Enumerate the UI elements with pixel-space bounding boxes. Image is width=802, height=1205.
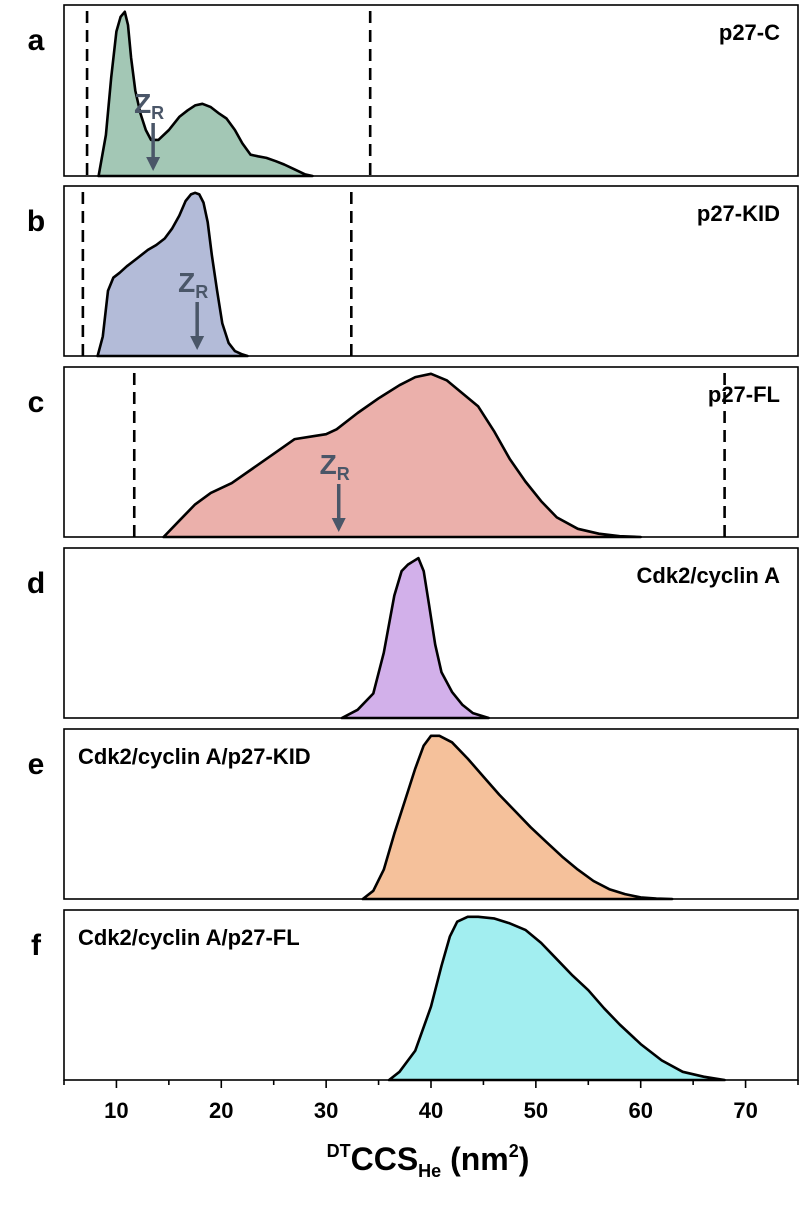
- panel-letter-d: d: [27, 567, 45, 600]
- distribution-area-a: [97, 10, 314, 178]
- x-axis: 10 20 30 40 50 60 70: [63, 1080, 799, 1123]
- x-tick-label-50: 50: [524, 1098, 548, 1123]
- panel-letter-b: b: [27, 205, 45, 238]
- panel-letter-e: e: [28, 748, 45, 781]
- panel-title-f: Cdk2/cyclin A/p27-FL: [78, 925, 300, 950]
- distribution-area-d: [340, 556, 490, 720]
- panel-f: f Cdk2/cyclin A/p27-FL: [31, 909, 799, 1082]
- panel-frame-b: [63, 185, 799, 357]
- zr-label-c: ZR: [320, 449, 350, 484]
- x-tick-label-40: 40: [419, 1098, 443, 1123]
- panel-title-a: p27-C: [719, 20, 780, 45]
- zr-arrow-head-a: [146, 157, 161, 171]
- panel-c: ZR c p27-FL: [28, 366, 799, 539]
- panel-e: e Cdk2/cyclin A/p27-KID: [28, 728, 799, 901]
- x-tick-label-10: 10: [104, 1098, 128, 1123]
- zr-label-b: ZR: [178, 267, 208, 302]
- panel-d: d Cdk2/cyclin A: [27, 547, 799, 720]
- x-tick-label-30: 30: [314, 1098, 338, 1123]
- x-tick-label-60: 60: [628, 1098, 652, 1123]
- zr-label-a: ZR: [134, 88, 164, 123]
- panel-b: ZR b p27-KID: [27, 185, 799, 358]
- panel-letter-a: a: [28, 24, 45, 57]
- x-axis-label: DTCCSHe (nm2): [327, 1141, 530, 1181]
- x-tick-label-20: 20: [209, 1098, 233, 1123]
- panel-frame-d: [63, 547, 799, 719]
- panel-frame-a: [63, 4, 799, 177]
- distribution-area-f: [387, 915, 726, 1082]
- panel-title-b: p27-KID: [697, 201, 780, 226]
- panel-title-d: Cdk2/cyclin A: [637, 563, 781, 588]
- panel-letter-c: c: [28, 386, 45, 419]
- distribution-area-b: [96, 191, 249, 358]
- panel-title-c: p27-FL: [708, 382, 780, 407]
- zr-arrow-head-c: [331, 518, 346, 532]
- distribution-area-c: [162, 372, 642, 539]
- panel-frame-c: [63, 366, 799, 538]
- panel-a: ZR a p27-C: [28, 4, 799, 178]
- panel-frame-e: [63, 728, 799, 900]
- panel-letter-f: f: [31, 929, 42, 962]
- x-tick-label-70: 70: [733, 1098, 757, 1123]
- panel-title-e: Cdk2/cyclin A/p27-KID: [78, 744, 311, 769]
- zr-arrow-head-b: [190, 336, 205, 350]
- distribution-area-e: [361, 734, 674, 901]
